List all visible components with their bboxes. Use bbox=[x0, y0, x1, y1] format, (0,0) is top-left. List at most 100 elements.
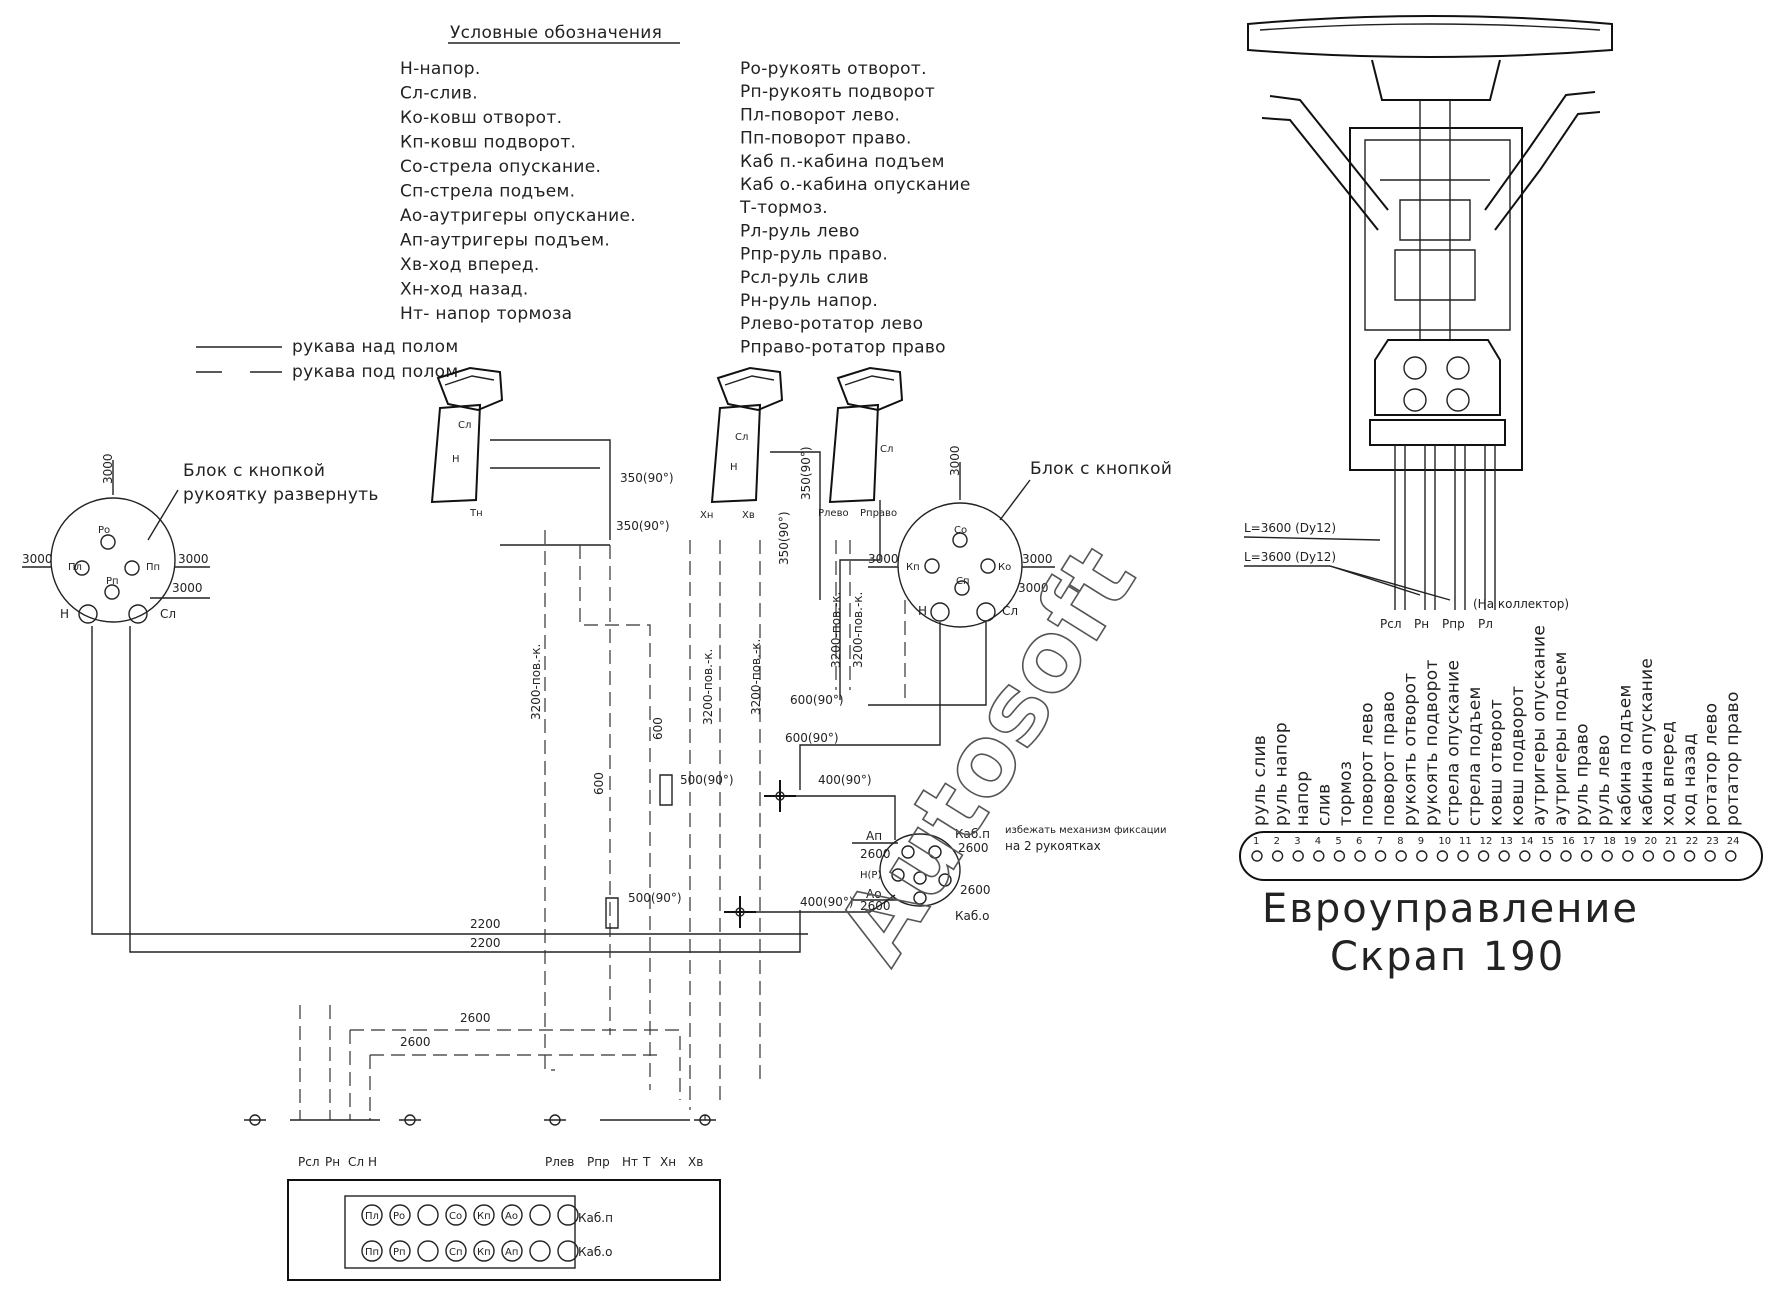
panel-port-label: Кп bbox=[477, 1247, 491, 1258]
steering-port-rl: Рл bbox=[1478, 617, 1493, 631]
right-joystick-circle bbox=[897, 502, 1023, 628]
bottom-port-label: Рлев bbox=[545, 1155, 574, 1169]
port-hole bbox=[1313, 850, 1325, 862]
cab-label-ap: Ап bbox=[866, 829, 882, 843]
dim-3200-c: 3200-пов.-к. bbox=[749, 639, 763, 715]
cab-dim-3: 2600 bbox=[960, 883, 991, 897]
port-hole bbox=[1436, 850, 1449, 862]
legend-item: Рправо-ротатор право bbox=[740, 337, 946, 357]
legend-item: Рп-рукоять подворот bbox=[740, 82, 935, 102]
dim-500-90-b: 500(90°) bbox=[628, 891, 682, 905]
cross-fitting-2 bbox=[724, 896, 756, 928]
steering-dim-2: L=3600 (Dy12) bbox=[1244, 550, 1336, 564]
port-name: ход вперед bbox=[1659, 721, 1679, 826]
fittings: 500(90°) 500(90°) 400(90°) 400(90°) 600(… bbox=[605, 693, 896, 929]
steering-column: L=3600 (Dy12) L=3600 (Dy12) (На коллекто… bbox=[1243, 15, 1613, 631]
legend-column-2: Ро-рукоять отворот.Рп-рукоять подворотПл… bbox=[739, 59, 971, 357]
hose-above-label: рукава над полом bbox=[292, 337, 458, 357]
steering-wheel bbox=[1247, 15, 1613, 58]
port-hole bbox=[1333, 850, 1346, 862]
port-number: 14 bbox=[1521, 836, 1534, 847]
legend-item: Нт- напор тормоза bbox=[400, 304, 572, 324]
panel-port-label: Ао bbox=[505, 1211, 518, 1222]
legend-item: Рпр-руль право. bbox=[740, 245, 888, 265]
port-number: 2 bbox=[1274, 836, 1280, 847]
port-hole bbox=[1395, 850, 1407, 862]
port-hole bbox=[1416, 850, 1428, 862]
port-hole bbox=[1642, 850, 1655, 862]
port-number: 13 bbox=[1500, 836, 1513, 847]
pedal-1: Сл Н Тн 350(90°) 350(90°) bbox=[430, 366, 674, 546]
panel-port-label: Пл bbox=[365, 1211, 379, 1222]
panel-port-circle bbox=[361, 1204, 383, 1226]
panel-port-circle bbox=[445, 1204, 467, 1226]
legend-item: Каб о.-кабина опускание bbox=[740, 175, 971, 195]
bottom-panel-plate bbox=[344, 1195, 576, 1269]
dim-3200-a: 3200-пов.-к. bbox=[529, 644, 543, 720]
cab-note-2: на 2 рукоятках bbox=[1005, 839, 1101, 853]
port-hole bbox=[1477, 850, 1490, 862]
left-port-n: Н bbox=[60, 607, 69, 621]
port-strip-body bbox=[1239, 831, 1763, 881]
port-number: 8 bbox=[1397, 836, 1403, 847]
panel-port-label: Рп bbox=[393, 1247, 406, 1258]
legend-title: Условные обозначения bbox=[450, 23, 662, 43]
bottom-port-label: Рсл bbox=[298, 1155, 320, 1169]
pedal-3-port-rpravo: Рправо bbox=[860, 508, 897, 519]
legend-item: Хв-ход вперед. bbox=[400, 255, 540, 275]
port-name: стрела подъем bbox=[1465, 686, 1485, 826]
steering-dim-1: L=3600 (Dy12) bbox=[1244, 521, 1336, 535]
cab-connector-body bbox=[879, 833, 961, 907]
right-joystick-block: Блок с кнопкой 3000 3000 3000 3000 Со Кп… bbox=[799, 445, 1172, 790]
dim-3200-e: 3200-пов.-к. bbox=[851, 592, 865, 668]
legend-item: Ап-аутригеры подъем. bbox=[400, 231, 610, 251]
left-dim-1: 3000 bbox=[22, 552, 53, 566]
port-number: 15 bbox=[1541, 836, 1554, 847]
panel-port-circle bbox=[501, 1240, 523, 1262]
left-port-pp: Пп bbox=[146, 562, 160, 573]
port-number: 1 bbox=[1253, 836, 1259, 847]
legend-item: Каб п.-кабина подъем bbox=[740, 152, 945, 172]
dim-350-90-b: 350(90°) bbox=[616, 519, 670, 533]
cab-connector: Каб.п Каб.о Ап Ао Н(Р) 2600 2600 2600 26… bbox=[852, 825, 1167, 923]
left-port-rp: Рп bbox=[106, 576, 119, 587]
panel-port-circle bbox=[389, 1204, 411, 1226]
left-dim-4: 3000 bbox=[172, 581, 203, 595]
port-name: стрела опускание bbox=[1444, 660, 1464, 826]
bottom-port-label: Сл bbox=[348, 1155, 364, 1169]
product-title-line-1: Евроуправление bbox=[1262, 886, 1639, 932]
right-port-so: Со bbox=[954, 525, 967, 536]
port-number: 7 bbox=[1377, 836, 1383, 847]
legend-column-1: Н-напор.Сл-слив.Ко-ковш отворот.Кп-ковш … bbox=[400, 59, 636, 324]
dim-350-90-v: 350(90°) bbox=[799, 446, 813, 500]
legend-item: Ао-аутригеры опускание. bbox=[400, 206, 636, 226]
port-number: 3 bbox=[1294, 836, 1300, 847]
port-hole bbox=[1725, 850, 1737, 862]
dim-600-90-a: 600(90°) bbox=[790, 693, 844, 707]
panel-port-circle bbox=[529, 1240, 551, 1262]
panel-port-circle bbox=[361, 1240, 383, 1262]
left-port-pl: Пл bbox=[68, 562, 82, 573]
port-number: 24 bbox=[1727, 836, 1740, 847]
panel-port-label: Пп bbox=[365, 1247, 379, 1258]
right-dim-2: 3000 bbox=[1022, 552, 1053, 566]
left-port-sl: Сл bbox=[160, 607, 176, 621]
legend-item: Ко-ковш отворот. bbox=[400, 108, 562, 128]
left-dim-2: 3000 bbox=[178, 552, 209, 566]
port-name: ротатор лево bbox=[1702, 703, 1722, 826]
dim-350-90-v2: 350(90°) bbox=[777, 511, 791, 565]
port-name: кабина подъем bbox=[1616, 684, 1636, 826]
dim-3200-d: 3200-пов.-к. bbox=[829, 592, 843, 668]
panel-port-circle bbox=[557, 1204, 579, 1226]
port-number: 23 bbox=[1706, 836, 1719, 847]
port-name: напор bbox=[1293, 771, 1313, 826]
cross-fitting-1 bbox=[764, 780, 796, 812]
pedal-3-port-sl: Сл bbox=[880, 444, 893, 455]
left-joystick-block: Блок с кнопкой рукоятку развернуть 3000 … bbox=[22, 453, 808, 953]
port-number: 11 bbox=[1459, 836, 1472, 847]
